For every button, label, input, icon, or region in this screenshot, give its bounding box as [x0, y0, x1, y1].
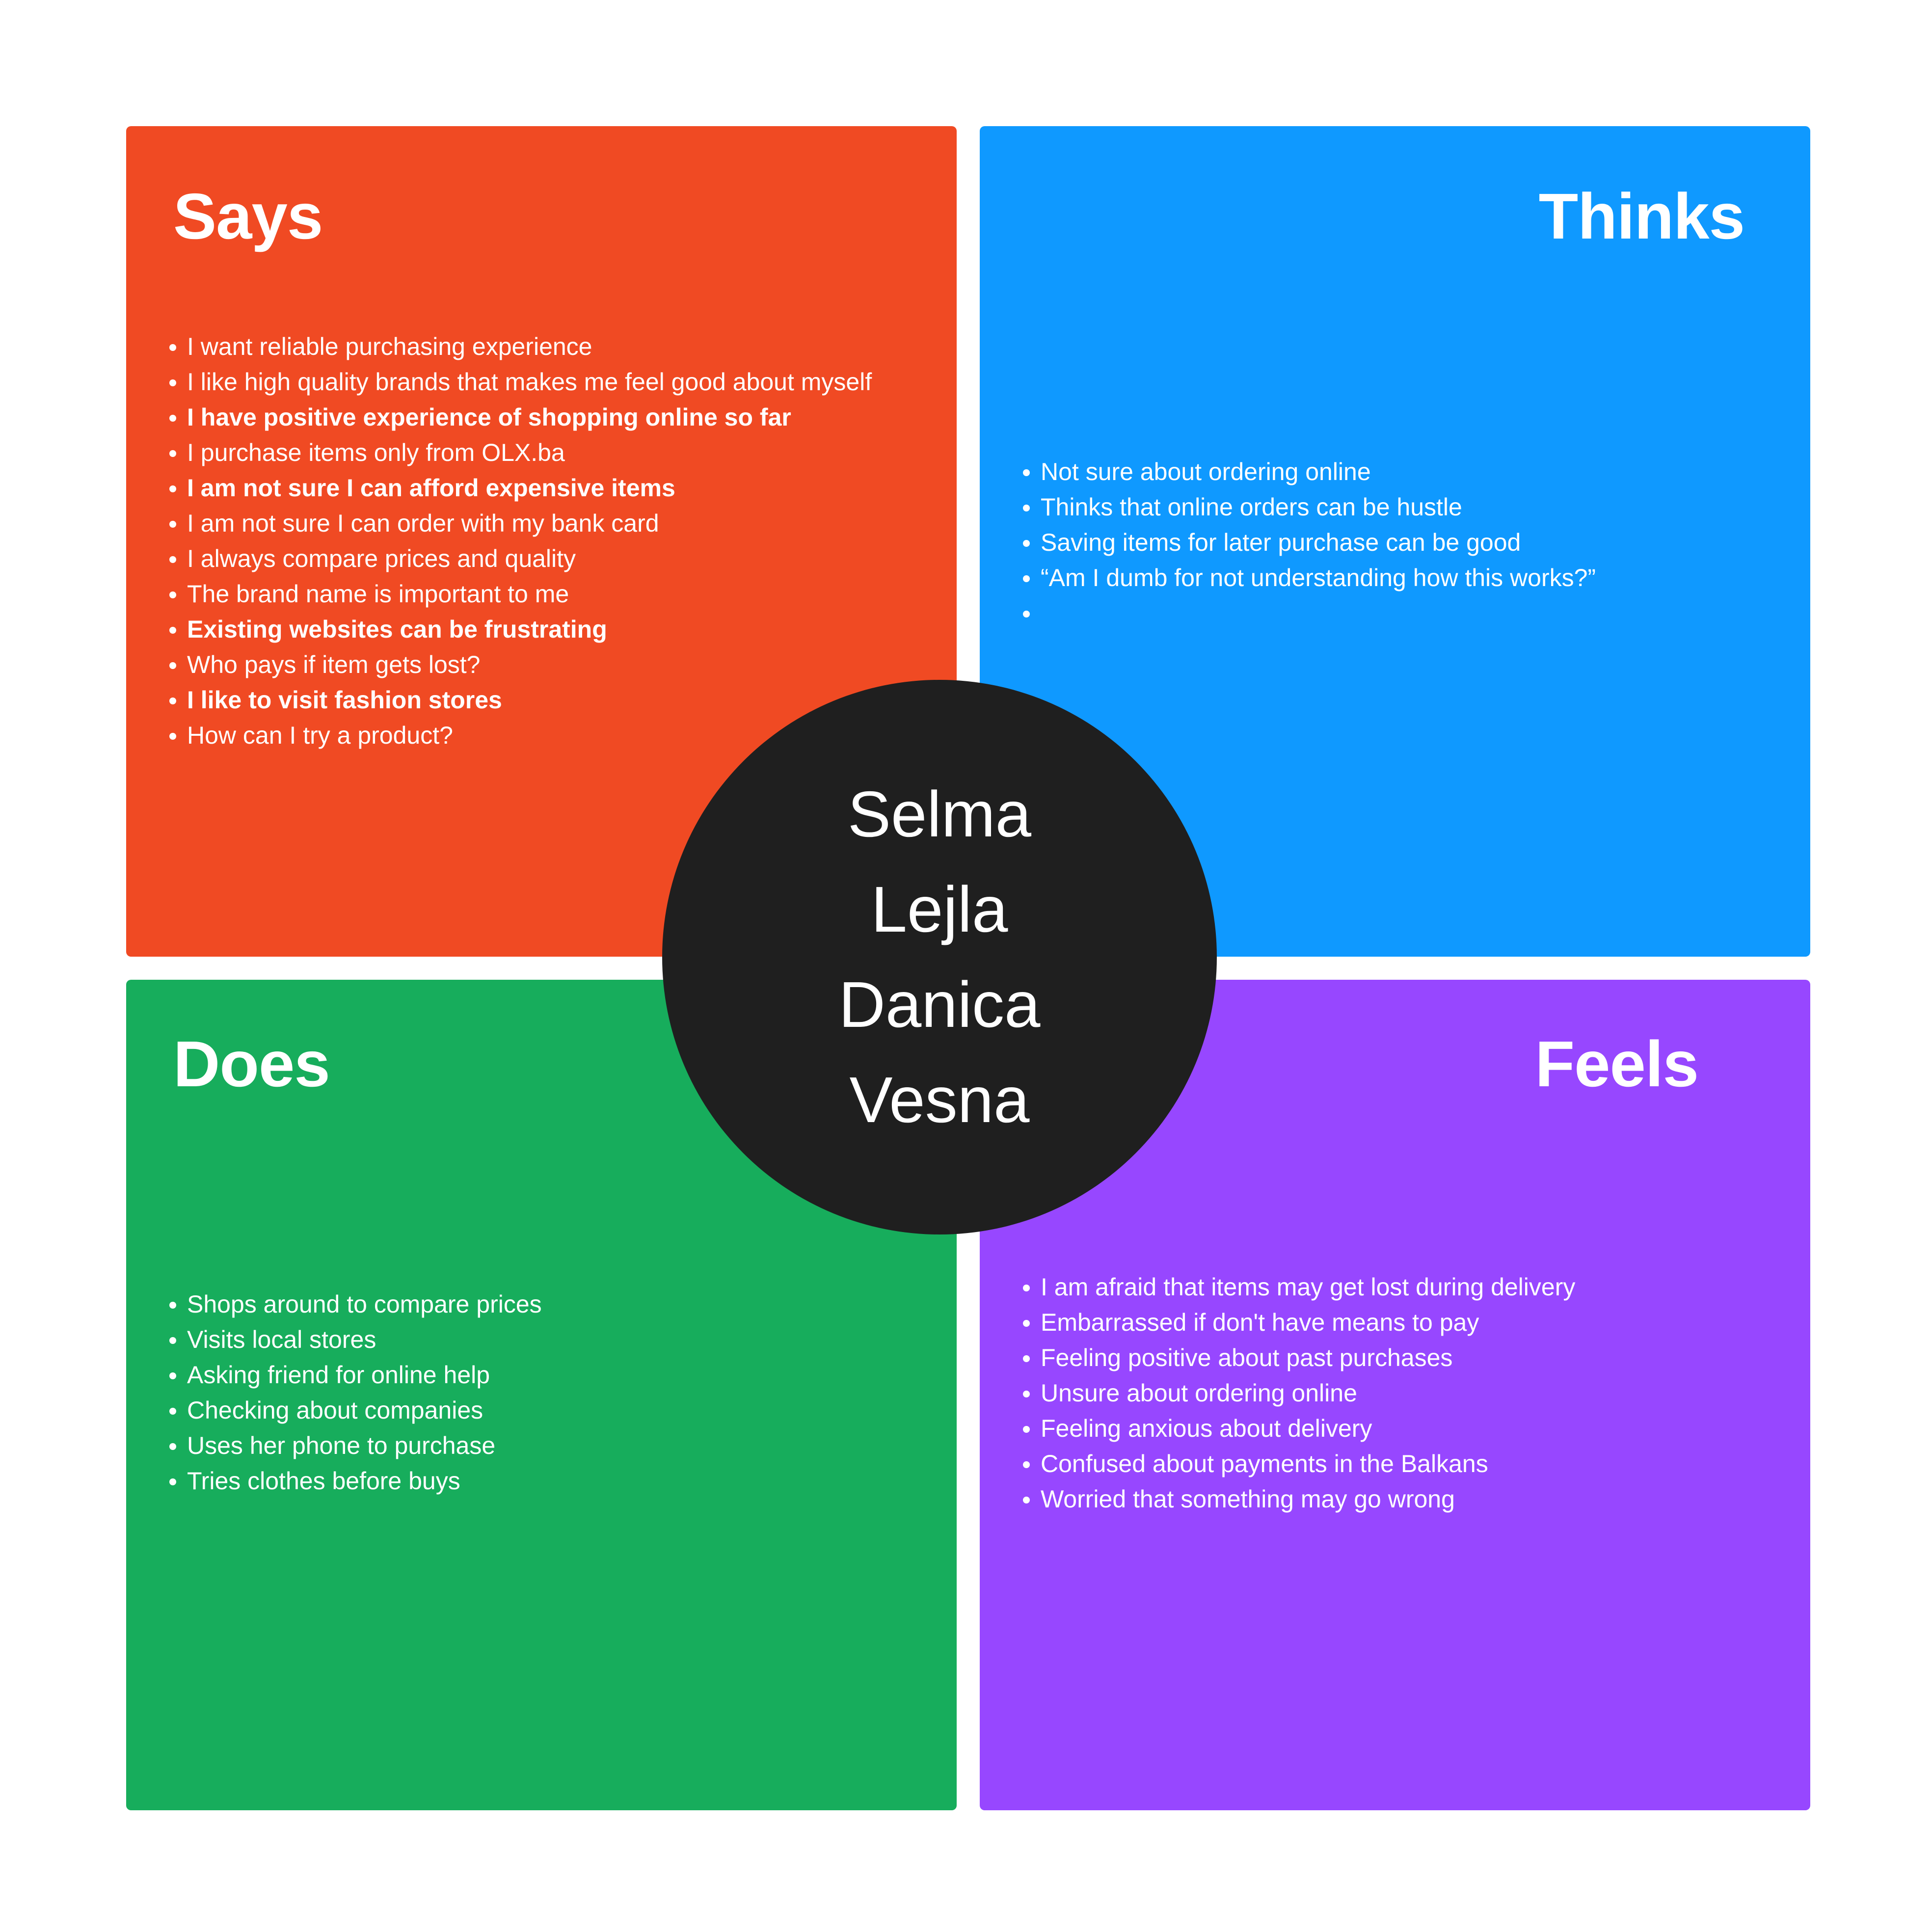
- feels-list-item: I am afraid that items may get lost duri…: [1023, 1269, 1575, 1305]
- says-list-item: I like high quality brands that makes me…: [169, 364, 872, 400]
- does-list-item: Visits local stores: [169, 1322, 542, 1357]
- says-list-item: I like to visit fashion stores: [169, 682, 872, 718]
- does-list-item: Shops around to compare prices: [169, 1287, 542, 1322]
- does-list-item: Asking friend for online help: [169, 1357, 542, 1393]
- persona-name: Danica: [838, 968, 1041, 1041]
- says-list-item: I always compare prices and quality: [169, 541, 872, 576]
- persona-name: Vesna: [849, 1064, 1030, 1136]
- does-title: Does: [173, 1028, 330, 1100]
- says-quadrant: Says I want reliable purchasing experien…: [126, 126, 957, 957]
- thinks-list-item: Not sure about ordering online: [1023, 454, 1596, 489]
- feels-list: I am afraid that items may get lost duri…: [1023, 1269, 1575, 1517]
- thinks-list-item: Saving items for later purchase can be g…: [1023, 525, 1596, 560]
- says-list-item: Who pays if item gets lost?: [169, 647, 872, 682]
- thinks-list-item: [1023, 595, 1596, 631]
- says-title: Says: [173, 180, 323, 252]
- feels-list-item: Feeling anxious about delivery: [1023, 1411, 1575, 1446]
- persona-name: Lejla: [871, 873, 1008, 945]
- persona-name: Selma: [847, 778, 1032, 850]
- feels-list-item: Embarrassed if don't have means to pay: [1023, 1305, 1575, 1340]
- persona-circle: Selma Lejla Danica Vesna: [662, 680, 1217, 1234]
- thinks-list-item: “Am I dumb for not understanding how thi…: [1023, 560, 1596, 595]
- says-list-item: The brand name is important to me: [169, 576, 872, 612]
- says-list-item: I am not sure I can afford expensive ite…: [169, 470, 872, 506]
- says-list-item: I want reliable purchasing experience: [169, 329, 872, 364]
- feels-list-item: Worried that something may go wrong: [1023, 1481, 1575, 1517]
- does-list-item: Uses her phone to purchase: [169, 1428, 542, 1463]
- feels-title: Feels: [1535, 1028, 1699, 1100]
- does-list-item: Tries clothes before buys: [169, 1463, 542, 1499]
- says-list-item: I have positive experience of shopping o…: [169, 400, 872, 435]
- feels-list-item: Confused about payments in the Balkans: [1023, 1446, 1575, 1481]
- does-list-item: Checking about companies: [169, 1393, 542, 1428]
- says-list-item: I am not sure I can order with my bank c…: [169, 506, 872, 541]
- says-list-item: How can I try a product?: [169, 718, 872, 753]
- feels-list-item: Unsure about ordering online: [1023, 1375, 1575, 1411]
- thinks-list-item: Thinks that online orders can be hustle: [1023, 489, 1596, 525]
- thinks-title: Thinks: [1538, 180, 1745, 252]
- feels-list-item: Feeling positive about past purchases: [1023, 1340, 1575, 1375]
- says-list-item: I purchase items only from OLX.ba: [169, 435, 872, 470]
- says-list-item: Existing websites can be frustrating: [169, 612, 872, 647]
